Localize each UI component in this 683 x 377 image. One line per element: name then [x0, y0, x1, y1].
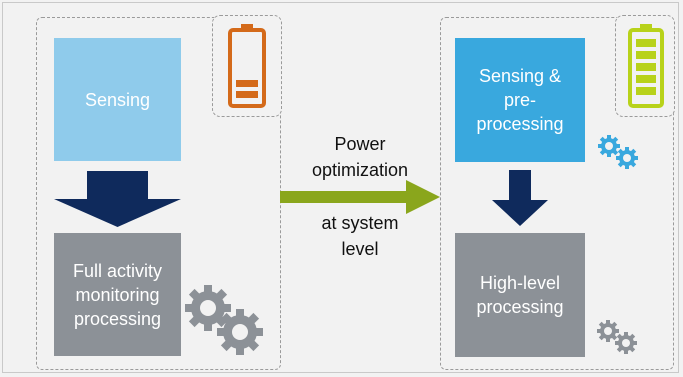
- sensing-preprocessing-box: Sensing & pre- processing: [455, 38, 585, 162]
- gears-icon-large: [185, 285, 263, 355]
- sensing-label: Sensing: [84, 89, 151, 110]
- right-arrow-green: [280, 180, 440, 214]
- down-arrow-large: [54, 171, 181, 227]
- system-level-label: at system level: [321, 213, 399, 259]
- gears-icon-small: [597, 320, 637, 354]
- sensing-preprocessing-label: Sensing & pre- processing: [476, 66, 564, 134]
- down-arrow-small: [492, 170, 548, 226]
- sensing-box: Sensing: [54, 38, 181, 161]
- full-activity-label: Full activity monitoring processing: [72, 260, 162, 329]
- gears-icon-blue: [598, 135, 638, 169]
- high-level-processing-label: High-level processing: [476, 273, 564, 317]
- full-battery-icon: [628, 24, 664, 108]
- high-level-processing-box: High-level processing: [455, 233, 585, 357]
- full-activity-box: Full activity monitoring processing: [54, 233, 181, 356]
- low-battery-icon: [228, 24, 266, 108]
- power-optimization-label: Power optimization: [311, 134, 409, 180]
